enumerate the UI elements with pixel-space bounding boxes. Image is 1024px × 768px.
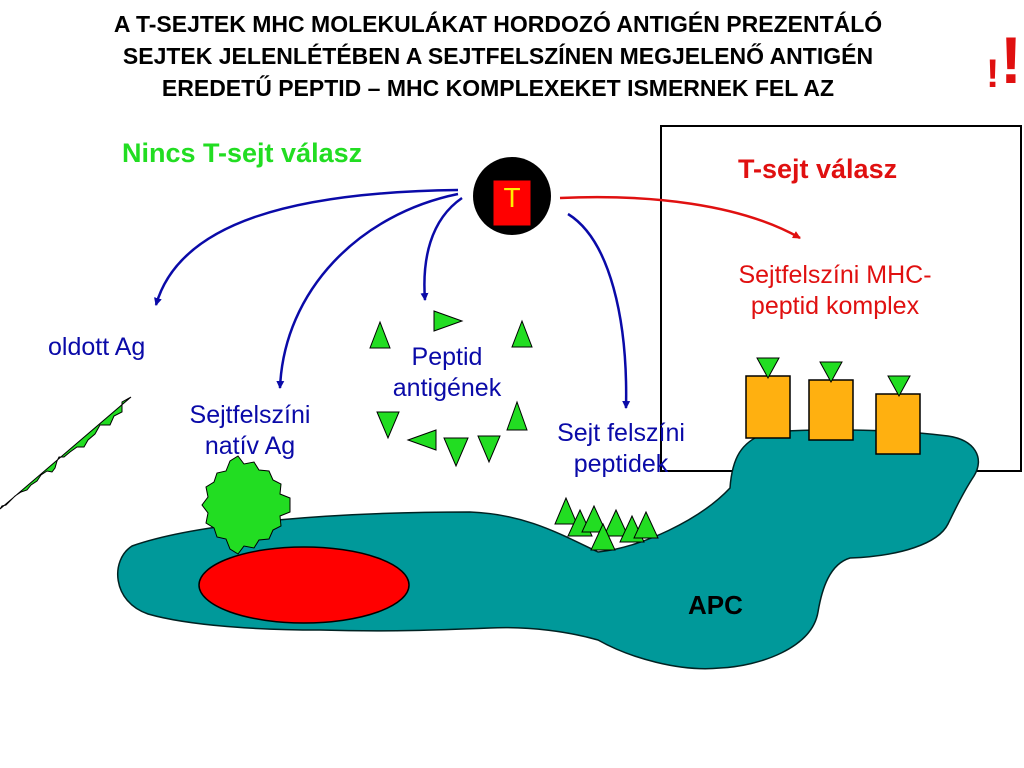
apc-label: APC — [688, 590, 743, 620]
apc-nucleus — [198, 546, 410, 624]
surface-peptide-cluster — [554, 496, 659, 551]
peptide-triangle — [477, 435, 501, 464]
peptide-triangle — [406, 429, 437, 451]
mhc-complex-label: Sejtfelszíni MHC- peptid komplex — [690, 260, 980, 322]
surface-peptide — [603, 508, 629, 537]
peptide-triangle — [369, 320, 391, 349]
t-cell-label: T — [503, 182, 521, 213]
native-antigen-star — [201, 455, 291, 555]
arrow-to-peptide-antigens — [420, 196, 463, 301]
native-antigen-label-line-1: Sejtfelszíni — [189, 401, 311, 429]
surface-peptides-label-line-2: peptidek — [573, 450, 669, 478]
arrow-to-mhc-complex — [559, 195, 801, 240]
peptide-antigens-label-line-1: Peptid — [411, 343, 483, 371]
exclamation-large: ! — [1000, 23, 1022, 97]
native-antigen-label-line-2: natív Ag — [204, 432, 296, 460]
slide-title: A T-SEJTEK MHC MOLEKULÁKAT HORDOZÓ ANTIG… — [18, 8, 978, 104]
mhc-complex-label-line-1: Sejtfelszíni MHC- — [738, 261, 932, 289]
title-line-1: A T-SEJTEK MHC MOLEKULÁKAT HORDOZÓ ANTIG… — [113, 11, 883, 37]
mhc-bound-peptide — [756, 357, 780, 380]
soluble-antigen-label: oldott Ag — [48, 333, 146, 361]
native-antigen-label: Sejtfelszíni natív Ag — [150, 400, 350, 462]
peptide-antigen-triangles — [369, 310, 533, 468]
title-line-2: SEJTEK JELENLÉTÉBEN A SEJTFELSZÍNEN MEGJ… — [122, 43, 874, 69]
mhc-bound-peptide — [819, 361, 843, 384]
mhc-complex-label-line-2: peptid komplex — [750, 292, 920, 320]
peptide-triangle — [511, 319, 533, 348]
surface-peptides-label-line-1: Sejt felszíni — [557, 419, 685, 447]
no-t-cell-response-label: Nincs T-sejt válasz — [122, 138, 363, 168]
soluble-antigen-star — [0, 396, 132, 510]
t-cell-response-label: T-sejt válasz — [738, 154, 898, 184]
peptide-triangle — [376, 411, 400, 440]
arrow-to-native-ag — [276, 192, 459, 389]
peptide-triangle — [433, 310, 464, 332]
peptide-triangle — [443, 437, 469, 468]
mhc-peptide-complexes — [745, 357, 921, 455]
mhc-molecule — [875, 393, 921, 455]
mhc-molecule — [745, 375, 791, 439]
surface-peptide — [633, 510, 659, 539]
arrow-to-soluble-ag — [154, 188, 459, 306]
surface-peptide — [590, 522, 616, 551]
peptide-antigens-label: Peptid antigének — [362, 342, 532, 404]
mhc-bound-peptide — [887, 375, 911, 398]
surface-peptides-label: Sejt felszíni peptidek — [526, 418, 716, 480]
title-line-3: EREDETŰ PEPTID – MHC KOMPLEXEKET ISMERNE… — [161, 75, 835, 101]
peptide-triangle — [506, 400, 528, 431]
surface-peptide — [554, 496, 578, 525]
mhc-molecule — [808, 379, 854, 441]
t-cell-receptor — [492, 179, 532, 227]
surface-peptide — [581, 504, 607, 533]
exclamation-small: ! — [986, 52, 1000, 96]
arrow-to-surface-peptides — [567, 212, 631, 409]
peptide-antigens-label-line-2: antigének — [392, 374, 502, 402]
